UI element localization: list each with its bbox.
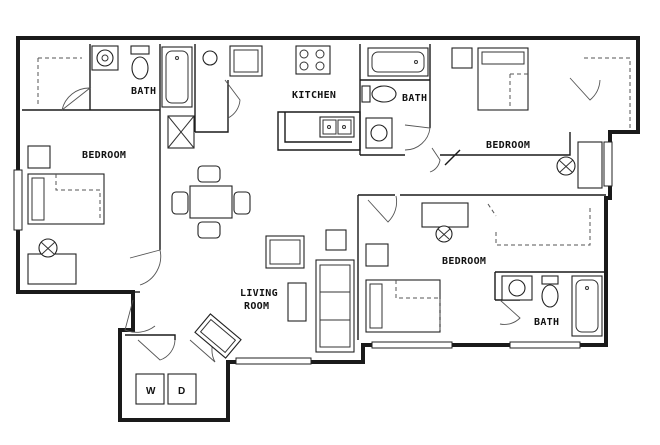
interior-walls: [22, 44, 631, 340]
dryer: [167, 373, 197, 405]
outer-wall: [16, 36, 640, 422]
kitchen-closet: [167, 50, 218, 149]
dining-set: [171, 165, 251, 239]
dryer-label: D: [178, 386, 185, 397]
left-bedroom-furniture: [27, 145, 105, 285]
kitchen-fixtures: [229, 45, 355, 138]
bath3-label: BATH: [534, 317, 559, 328]
middle-bedroom-furniture: [365, 202, 591, 333]
bath2-fixtures: [361, 47, 429, 149]
bath1-label: BATH: [131, 86, 156, 97]
bath1-fixtures: [91, 45, 193, 108]
living-label-line1: LIVING: [240, 288, 278, 299]
bedroom-left-label: BEDROOM: [82, 150, 126, 161]
kitchen-label: KITCHEN: [292, 90, 336, 101]
bath3-fixtures: [501, 275, 603, 337]
bedroom-middle-label: BEDROOM: [442, 256, 486, 267]
washer-label: W: [146, 386, 156, 397]
windows: [13, 141, 613, 365]
bedroom-right-label: BEDROOM: [486, 140, 530, 151]
living-label-line2: ROOM: [244, 301, 269, 312]
living-furniture: [194, 229, 355, 359]
right-bedroom-furniture: [451, 47, 603, 189]
laundry: W D: [135, 373, 197, 405]
washer: [135, 373, 165, 405]
bath2-label: BATH: [402, 93, 427, 104]
